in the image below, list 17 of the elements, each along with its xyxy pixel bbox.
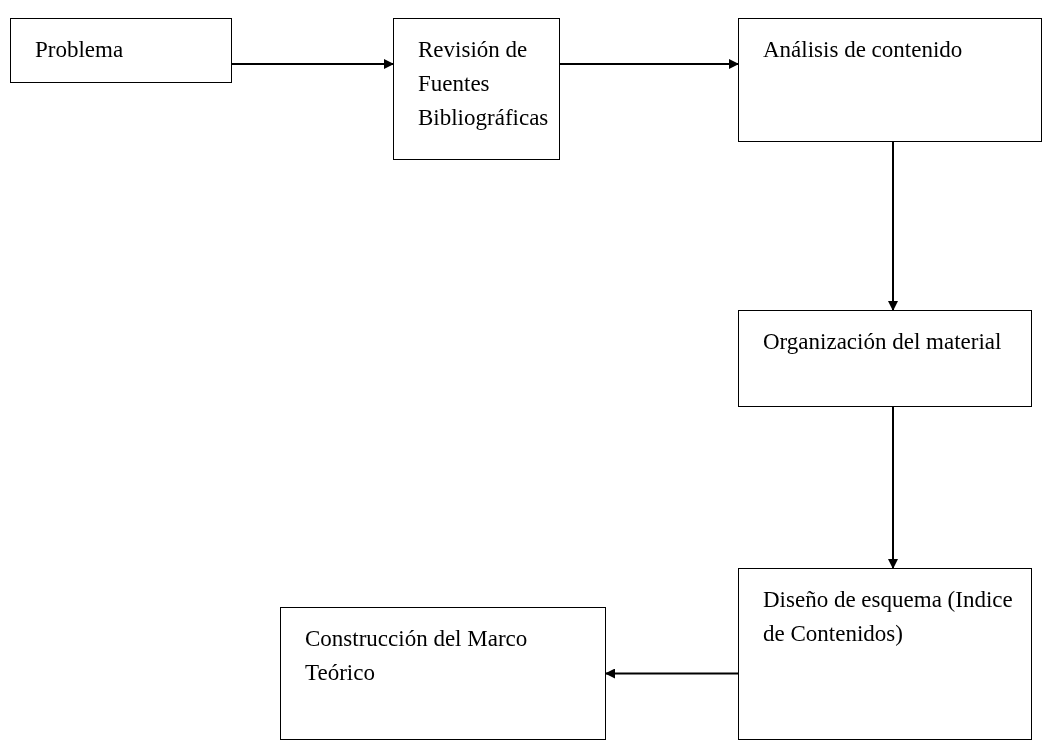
arrow <box>888 406 898 569</box>
box-text: Construcción del Marco Teórico <box>305 625 529 687</box>
box-text: Diseño de esquema (Indice de Contenidos) <box>763 586 1014 648</box>
process-box <box>10 18 232 83</box>
process-box <box>738 310 1032 407</box>
arrow <box>559 59 739 69</box>
box-text: Organización del material <box>763 328 1003 356</box>
box-text: Análisis de contenido <box>763 36 964 64</box>
process-box <box>738 18 1042 142</box>
process-box <box>280 607 606 740</box>
arrow <box>888 141 898 311</box>
arrow <box>231 59 394 69</box>
box-text: Revisión de Fuentes Bibliográficas <box>418 36 549 132</box>
box-text: Problema <box>35 36 125 64</box>
process-box <box>393 18 560 160</box>
process-box <box>738 568 1032 740</box>
arrow <box>605 668 739 679</box>
